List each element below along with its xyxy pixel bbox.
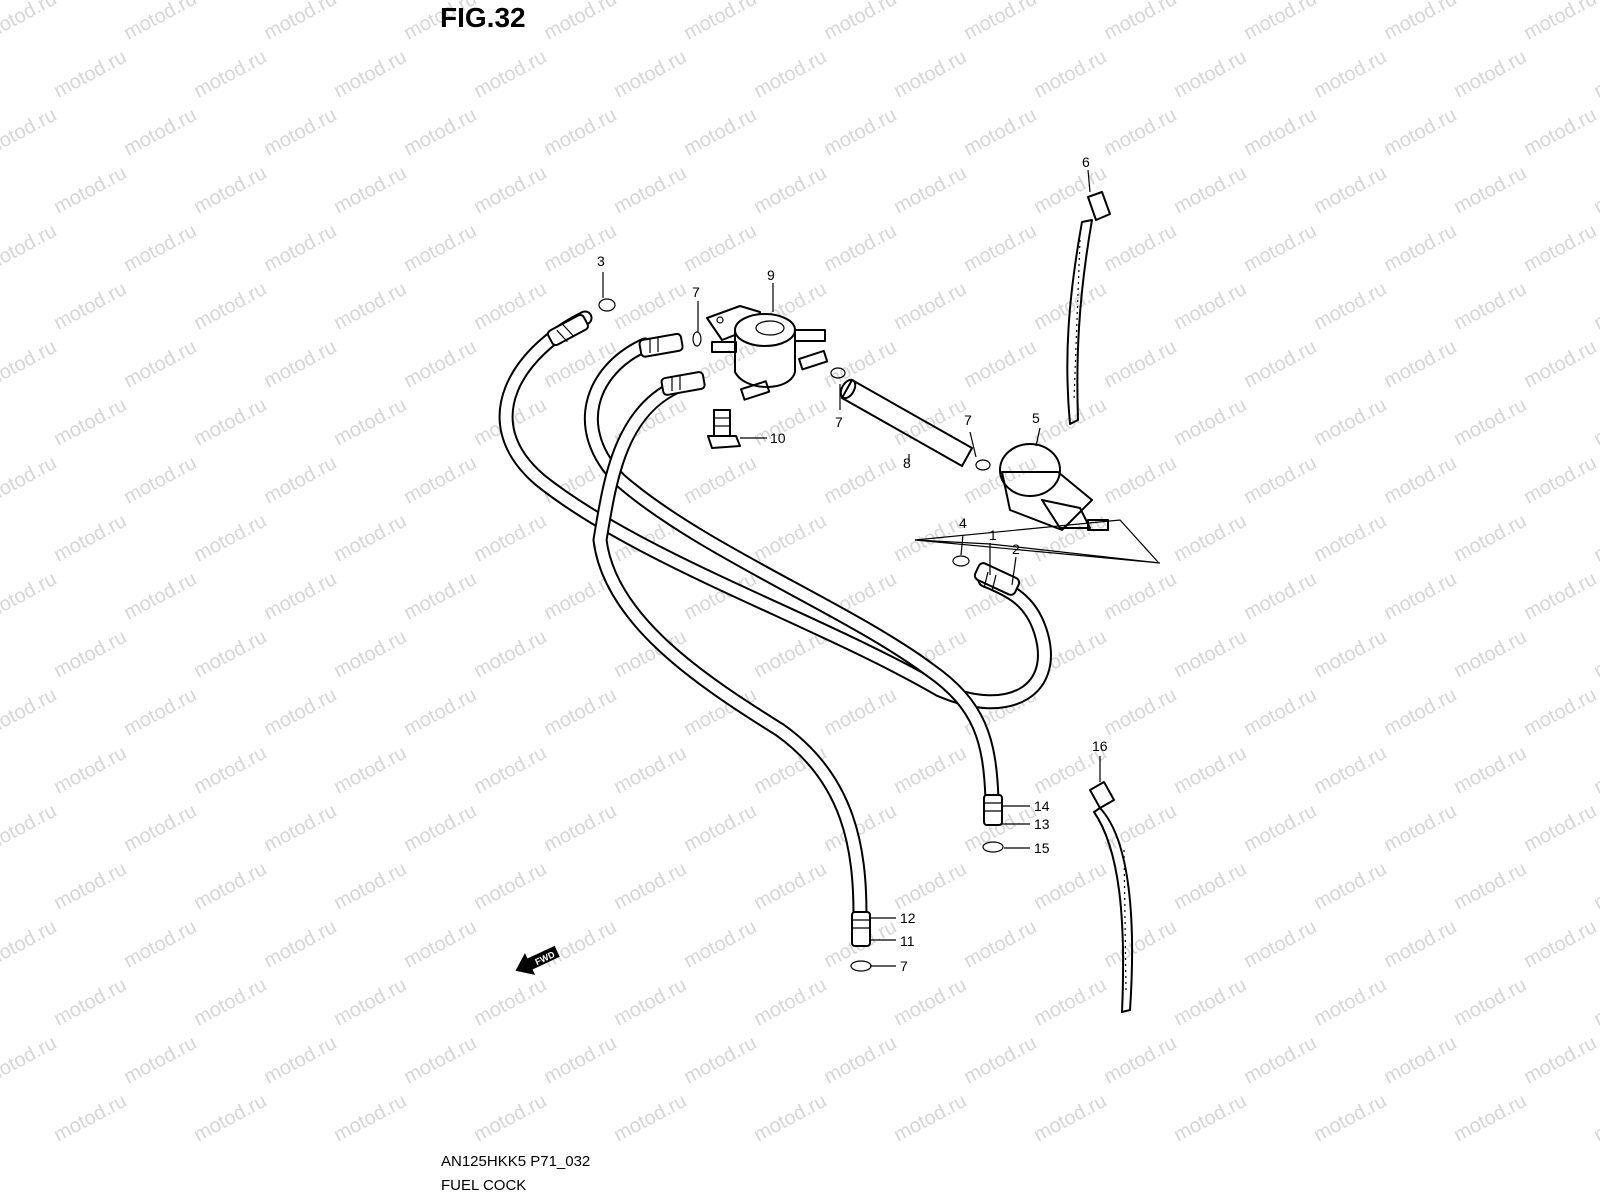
callout-3: 3 xyxy=(597,253,605,269)
clip-3 xyxy=(598,298,616,312)
callout-4: 4 xyxy=(959,515,967,531)
hose-ribbed-end-11 xyxy=(851,911,871,947)
fuel-filter xyxy=(999,443,1109,531)
clip-7-bottom xyxy=(850,960,872,972)
fwd-arrow-icon: FWD xyxy=(515,945,560,975)
fuel-cock xyxy=(706,305,829,401)
figure-label: FIG.32 xyxy=(440,2,526,33)
hose-left-drop xyxy=(592,377,868,923)
bolt xyxy=(707,409,741,449)
callout-7-d: 7 xyxy=(900,958,908,974)
reference-triangle xyxy=(914,519,1161,564)
hose-ribbed-end-lower xyxy=(660,371,706,396)
hose-ribbed-end-mid xyxy=(638,332,684,358)
callout-2: 2 xyxy=(1012,541,1020,557)
section-name: FUEL COCK xyxy=(441,1177,527,1194)
callout-13: 13 xyxy=(1034,816,1050,832)
callout-8: 8 xyxy=(903,455,911,471)
hose-ribbed-end-right xyxy=(973,562,1021,596)
callout-1: 1 xyxy=(989,527,997,543)
clip-7-filter xyxy=(975,459,991,471)
callout-12: 12 xyxy=(900,910,916,926)
callout-10: 10 xyxy=(770,430,786,446)
clip-15 xyxy=(982,841,1004,853)
callout-11: 11 xyxy=(900,933,915,949)
model-code: AN125HKK5 P71_032 xyxy=(441,1153,591,1170)
callout-5: 5 xyxy=(1032,410,1040,426)
straight-pipe xyxy=(839,378,973,467)
clip-7-pipe xyxy=(830,367,846,379)
clip-4 xyxy=(952,555,970,567)
callout-7-b: 7 xyxy=(835,414,843,430)
callout-16: 16 xyxy=(1092,738,1108,754)
cable-tie-6 xyxy=(1066,191,1111,425)
hose-long-loop xyxy=(498,310,1052,710)
callout-9: 9 xyxy=(767,267,775,283)
cable-tie-16 xyxy=(1089,781,1134,1013)
hose-right-drop xyxy=(584,337,1000,808)
callout-7-a: 7 xyxy=(692,284,700,300)
callout-7-c: 7 xyxy=(964,412,972,428)
hose-ribbed-end-top-left xyxy=(546,313,590,347)
clip-7-cock xyxy=(692,331,702,347)
hose-ribbed-end-13 xyxy=(983,794,1003,826)
leader-lines xyxy=(602,169,1101,967)
callout-15: 15 xyxy=(1034,840,1050,856)
callout-6: 6 xyxy=(1082,154,1090,170)
callout-14: 14 xyxy=(1034,798,1050,814)
